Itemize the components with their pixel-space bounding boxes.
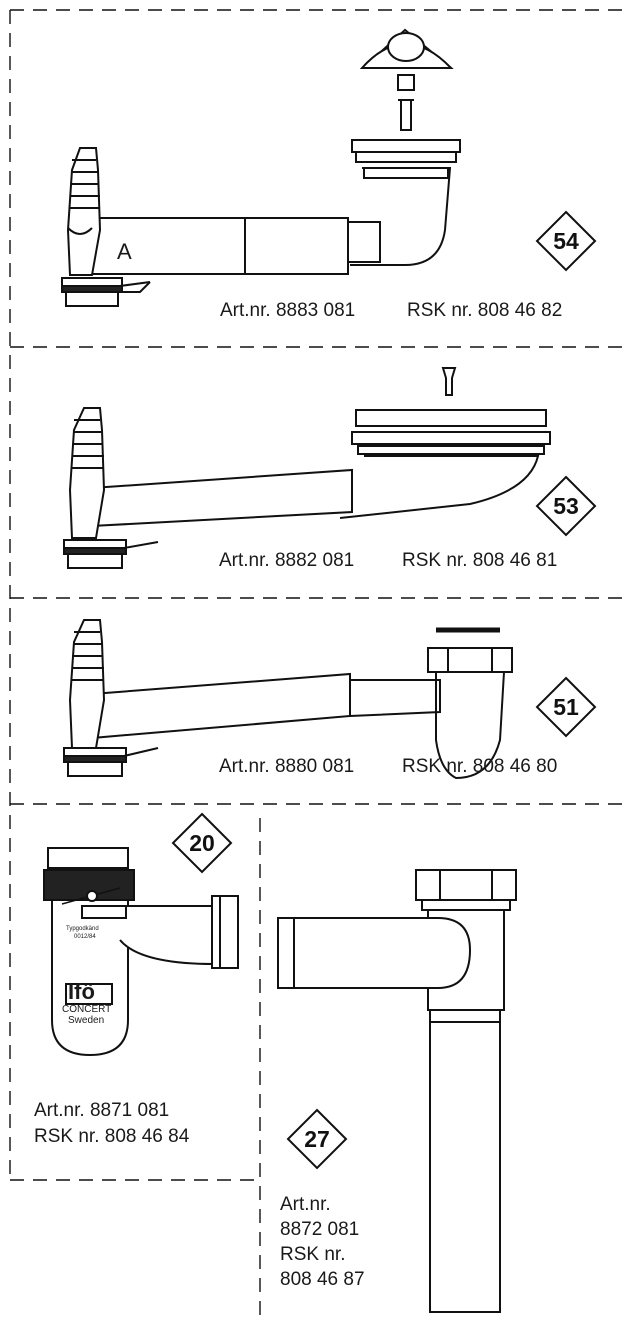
model-badge-20: 20 bbox=[171, 812, 233, 874]
rsk-number-53: RSK nr. 808 46 81 bbox=[402, 550, 558, 571]
drain-53-drawing bbox=[63, 367, 551, 569]
article-number-20: Art.nr. 8871 081 bbox=[34, 1100, 170, 1121]
bottle-trap-20-drawing bbox=[43, 847, 239, 1057]
article-label-27: Art.nr. bbox=[280, 1194, 331, 1215]
section-dividers bbox=[9, 9, 625, 1319]
rsk-label-27: RSK nr. bbox=[280, 1244, 346, 1265]
approval-number: 0012/84 bbox=[74, 934, 96, 940]
article-number-51: Art.nr. 8880 081 bbox=[219, 756, 355, 777]
model-number: 20 bbox=[189, 829, 215, 856]
rsk-number-51: RSK nr. 808 46 80 bbox=[402, 756, 558, 777]
rsk-number-20: RSK nr. 808 46 84 bbox=[34, 1126, 190, 1147]
brand-line-1: CONCERT bbox=[62, 1004, 112, 1015]
tube-trap-27-drawing bbox=[277, 869, 517, 1313]
approval-stamp: Typgodkänd bbox=[66, 926, 99, 932]
model-badge-27: 27 bbox=[286, 1108, 348, 1170]
drain-51-drawing bbox=[63, 619, 513, 780]
brand-logo: Ifö bbox=[68, 979, 95, 1004]
drain-54-drawing bbox=[61, 28, 461, 307]
brand-line-2: Sweden bbox=[68, 1015, 105, 1026]
model-badge-53: 53 bbox=[535, 475, 597, 537]
model-badge-51: 51 bbox=[535, 676, 597, 738]
article-number-53: Art.nr. 8882 081 bbox=[219, 550, 355, 571]
rsk-number-27: 808 46 87 bbox=[280, 1269, 365, 1290]
rsk-number-54: RSK nr. 808 46 82 bbox=[407, 300, 563, 321]
model-number: 27 bbox=[304, 1125, 330, 1152]
model-badge-54: 54 bbox=[535, 210, 597, 272]
model-number: 53 bbox=[553, 492, 579, 519]
model-number: 54 bbox=[553, 227, 579, 254]
model-number: 51 bbox=[553, 693, 579, 720]
article-number-54: Art.nr. 8883 081 bbox=[220, 300, 356, 321]
article-number-27: 8872 081 bbox=[280, 1219, 360, 1240]
pipe-label-a: A bbox=[117, 239, 132, 264]
